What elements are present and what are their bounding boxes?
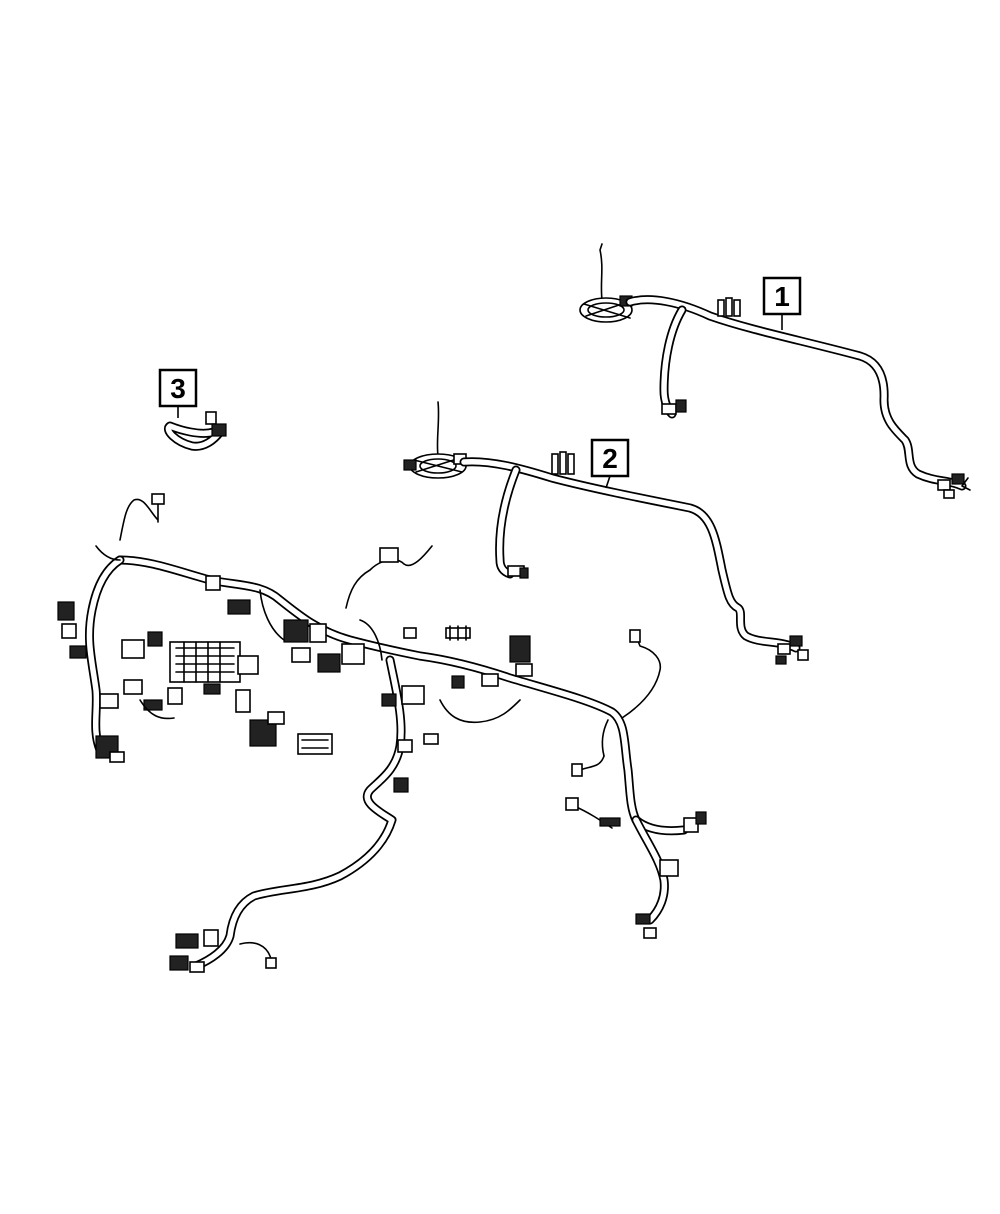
harness-2-connector-cluster — [403, 453, 467, 479]
callout-2[interactable]: 2 — [590, 438, 630, 489]
instrument-panel-harness[interactable] — [57, 493, 707, 973]
callout-1[interactable]: 1 — [762, 276, 802, 330]
harness-1-connector-cluster — [579, 295, 633, 323]
lower-left-connectors — [169, 929, 277, 973]
right-center-connector-cluster — [381, 625, 533, 793]
callout-2-label: 2 — [602, 443, 618, 474]
harness-1[interactable] — [579, 243, 971, 499]
harness-2-end-connectors — [775, 635, 809, 665]
junction-block — [169, 641, 259, 695]
left-connector-cluster — [57, 601, 183, 763]
center-connector-cluster — [205, 575, 365, 755]
callout-1-label: 1 — [774, 281, 790, 312]
harness-2[interactable] — [403, 401, 809, 665]
jumper-harness-3[interactable] — [164, 411, 227, 451]
lower-right-connectors — [565, 719, 707, 939]
callout-3[interactable]: 3 — [158, 368, 198, 418]
harness-1-end-connectors — [937, 473, 971, 499]
callout-3-label: 3 — [170, 373, 186, 404]
